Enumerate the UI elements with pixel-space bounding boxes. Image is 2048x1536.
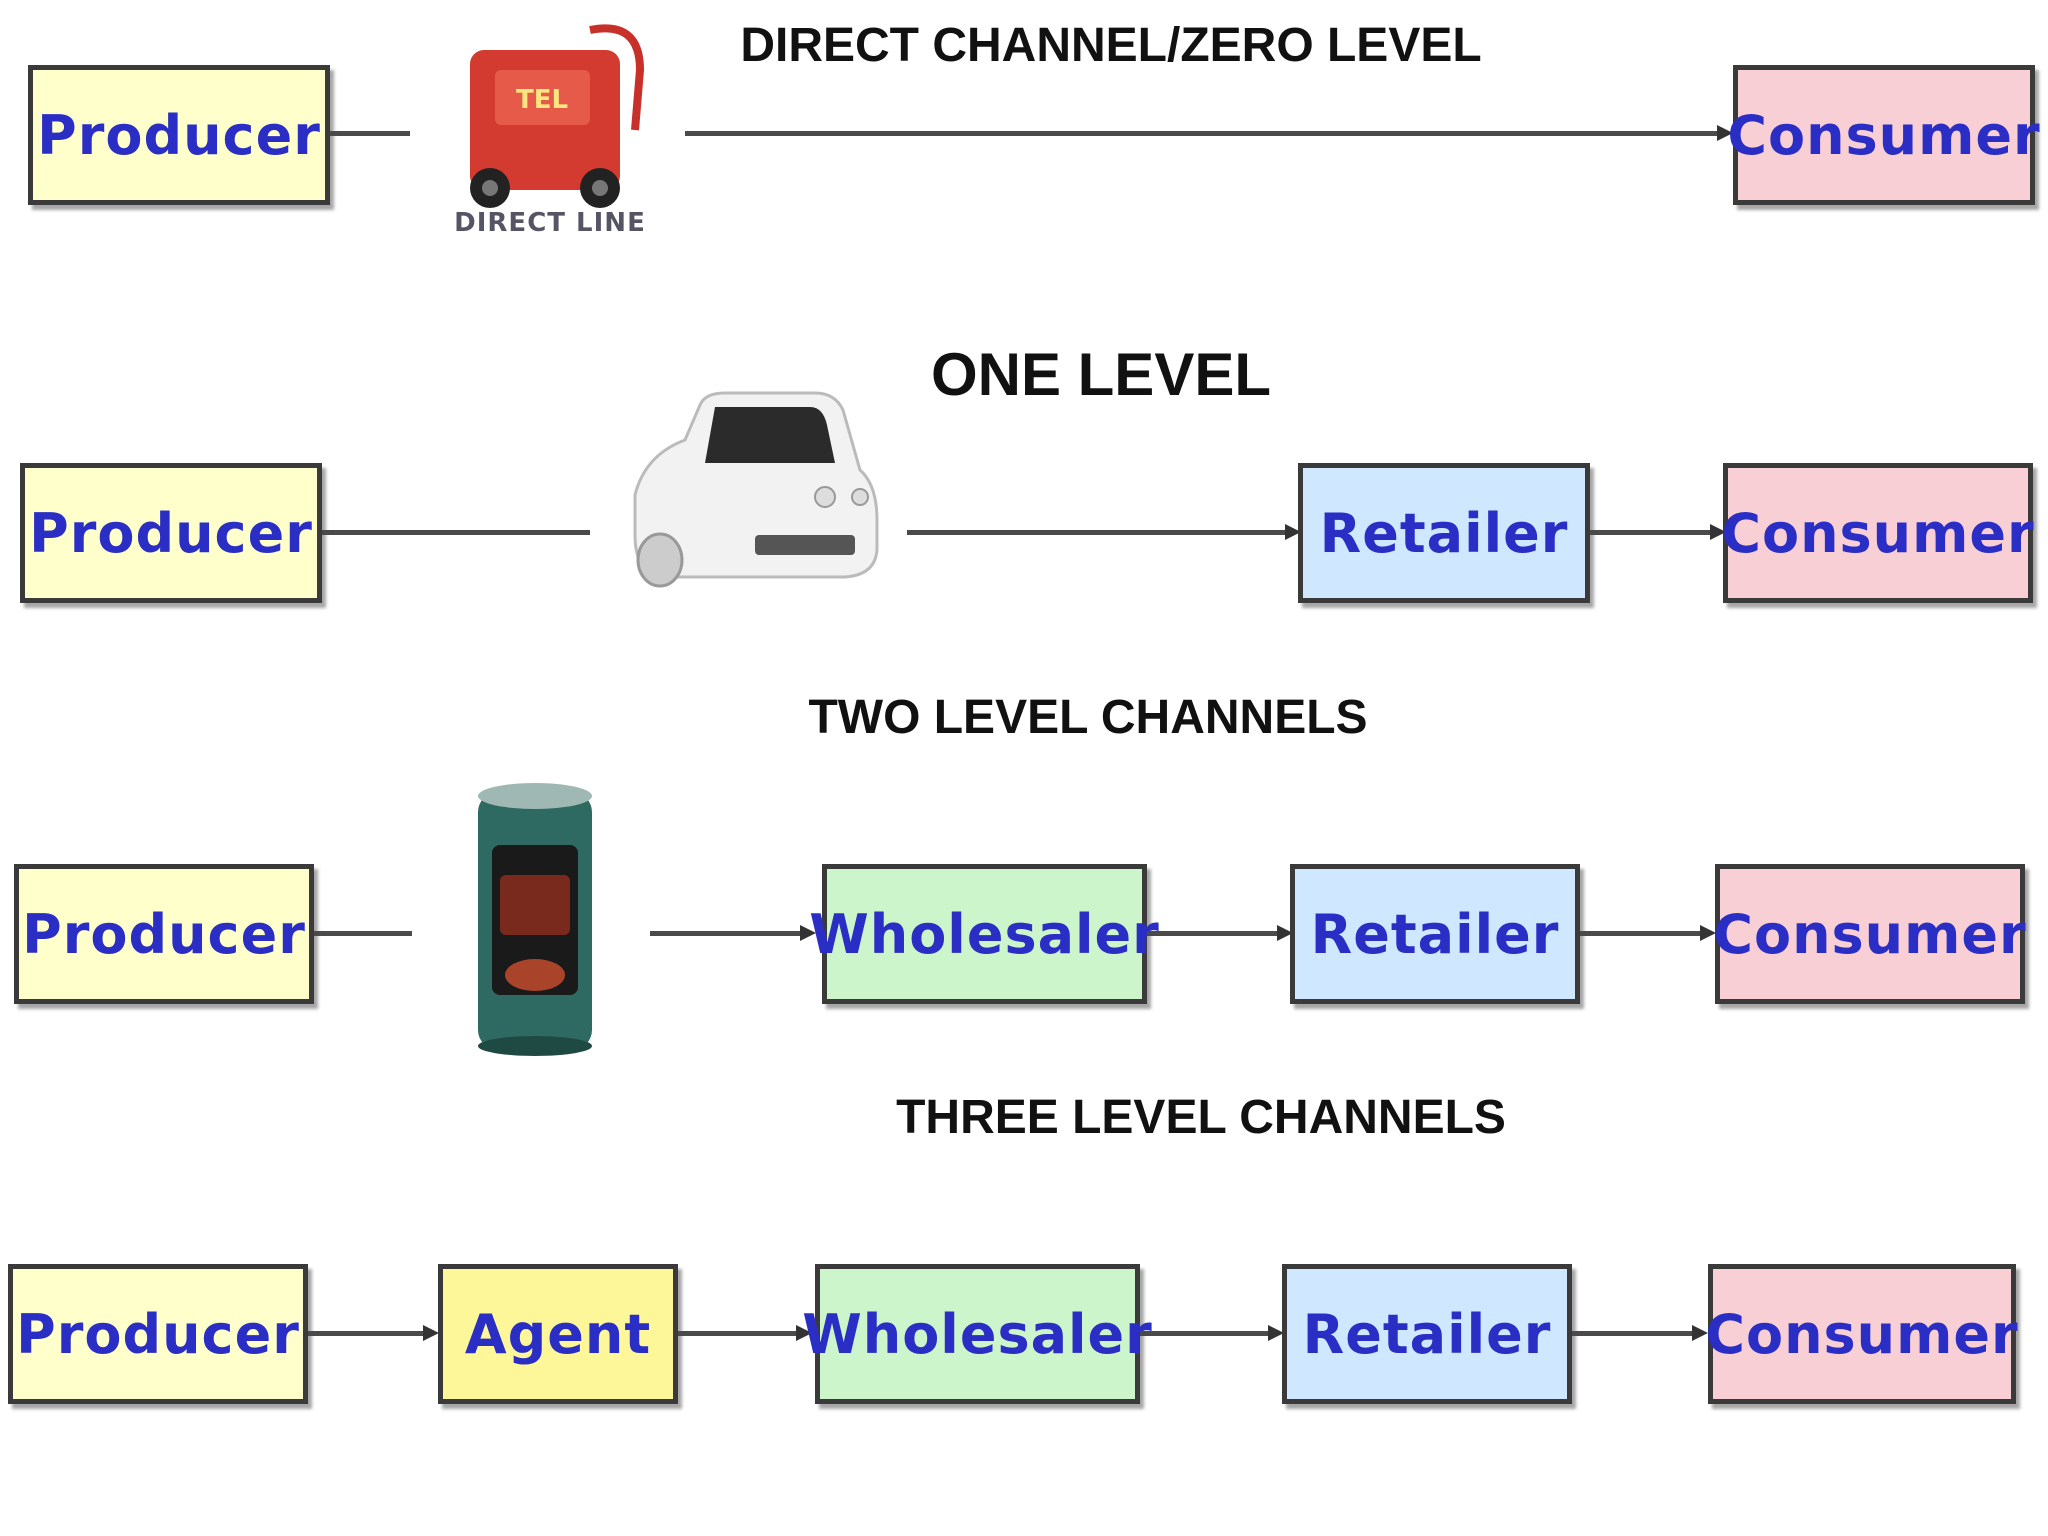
row4-arrow-head-4 <box>1692 1325 1708 1341</box>
car-icon <box>605 385 885 590</box>
row4-agent-box: Agent <box>438 1264 678 1404</box>
row4-arrow-head-2 <box>796 1325 812 1341</box>
row4-arrow-line-2 <box>678 1331 796 1336</box>
heading-two-level: TWO LEVEL CHANNELS <box>808 691 1368 744</box>
row4-wholesaler-box: Wholesaler <box>802 1264 1152 1404</box>
row1-producer-box: Producer <box>28 65 330 205</box>
row3-retailer-box: Retailer <box>1290 864 1580 1004</box>
row4-consumer-box: Consumer <box>1705 1264 2018 1404</box>
row2-arrow-line-1 <box>907 530 1285 535</box>
row3-arrow-line-1 <box>650 931 800 936</box>
row1-arrow-line <box>685 131 1717 136</box>
row2-consumer-box: Consumer <box>1721 463 2034 603</box>
direct-line-caption: DIRECT LINE <box>454 208 646 238</box>
row4-arrow-line-4 <box>1572 1331 1692 1336</box>
row1-arrow-head <box>1717 125 1733 141</box>
row3-arrow-line-2 <box>1147 931 1277 936</box>
row2-connector <box>322 530 590 535</box>
row4-producer-box: Producer <box>8 1264 308 1404</box>
row2-arrow-line-2 <box>1590 530 1710 535</box>
food-can-icon <box>470 780 600 1060</box>
row3-connector <box>314 931 412 936</box>
row2-arrow-head-2 <box>1710 524 1726 540</box>
row4-arrow-line-1 <box>308 1331 423 1336</box>
row3-arrow-line-3 <box>1580 931 1700 936</box>
row3-consumer-box: Consumer <box>1713 864 2026 1004</box>
row1-consumer-box: Consumer <box>1727 65 2040 205</box>
row3-arrow-head-1 <box>800 925 816 941</box>
heading-three-level: THREE LEVEL CHANNELS <box>896 1091 1506 1144</box>
row1-connector <box>330 131 410 136</box>
row3-arrow-head-2 <box>1277 925 1293 941</box>
red-phone-on-wheels-icon: TEL DIRECT LINE <box>450 10 660 238</box>
heading-one-level: ONE LEVEL <box>930 341 1272 408</box>
row3-producer-box: Producer <box>14 864 314 1004</box>
row2-producer-box: Producer <box>20 463 322 603</box>
heading-direct-channel: DIRECT CHANNEL/ZERO LEVEL <box>740 19 1482 72</box>
row4-arrow-head-3 <box>1268 1325 1284 1341</box>
row2-retailer-box: Retailer <box>1298 463 1590 603</box>
row2-arrow-head-1 <box>1285 524 1301 540</box>
svg-text:TEL: TEL <box>516 85 568 115</box>
row3-arrow-head-3 <box>1700 925 1716 941</box>
row4-arrow-line-3 <box>1140 1331 1268 1336</box>
row4-arrow-head-1 <box>423 1325 439 1341</box>
row4-retailer-box: Retailer <box>1282 1264 1572 1404</box>
row3-wholesaler-box: Wholesaler <box>809 864 1159 1004</box>
